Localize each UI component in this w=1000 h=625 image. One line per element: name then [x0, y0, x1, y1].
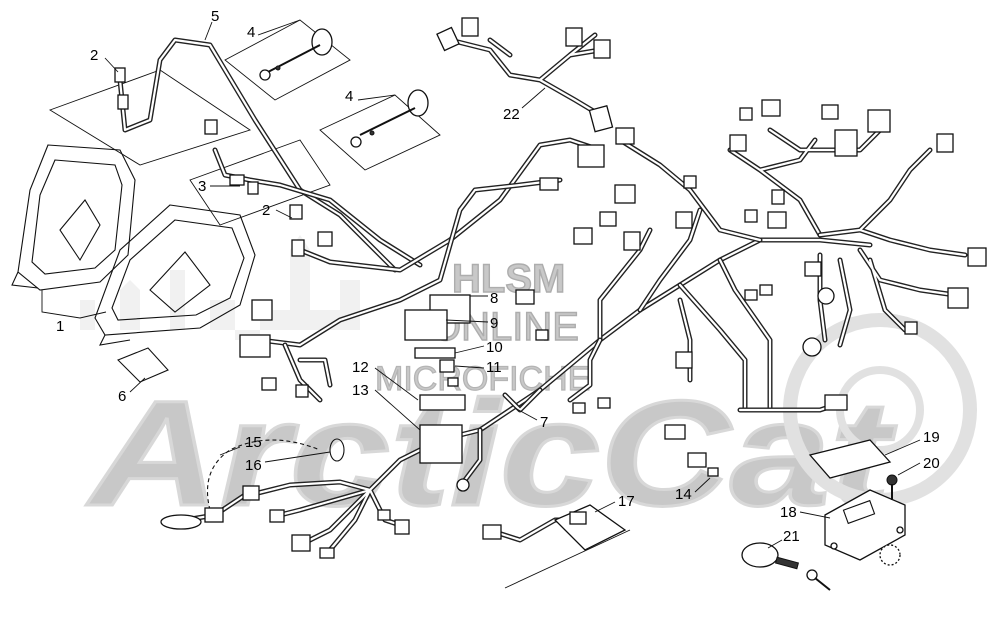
- callout-10: 10: [486, 339, 503, 356]
- callout-22: 22: [503, 106, 520, 123]
- watermark-line1: HLSM: [452, 257, 565, 301]
- callout-21: 21: [783, 528, 800, 545]
- headlight-right: [94, 204, 256, 346]
- callout-8: 8: [490, 290, 498, 307]
- callouts: 1 2 2 3 4 4 5 6 7 8 9 10 11: [41, 8, 940, 549]
- callout-2a: 2: [90, 47, 98, 64]
- headlight-decal: [117, 347, 169, 383]
- adjuster-assembly-upper: [224, 19, 351, 101]
- control-module: [824, 489, 906, 561]
- headlight-left: [11, 144, 136, 291]
- callout-12: 12: [352, 359, 369, 376]
- bulb-plane-lower: [189, 139, 331, 226]
- callout-2b: 2: [262, 202, 270, 219]
- watermark: ArcticCat HLSM ONLINE MICROFICHE: [60, 235, 977, 539]
- callout-4b: 4: [345, 88, 353, 105]
- key-fob: [741, 542, 779, 568]
- grommet: [329, 438, 345, 462]
- callout-18: 18: [780, 504, 797, 521]
- bulb-plane-upper: [48, 69, 252, 166]
- callout-15: 15: [245, 434, 262, 451]
- callout-4a: 4: [247, 24, 255, 41]
- callout-1: 1: [56, 318, 64, 335]
- callout-6: 6: [118, 388, 126, 405]
- callout-17: 17: [618, 493, 635, 510]
- callout-20: 20: [923, 455, 940, 472]
- callout-11: 11: [486, 359, 502, 376]
- callout-7: 7: [540, 414, 548, 431]
- callout-19: 19: [923, 429, 940, 446]
- callout-9: 9: [490, 315, 498, 332]
- fuse-block: [419, 424, 463, 464]
- callout-14: 14: [675, 486, 692, 503]
- callout-13: 13: [352, 382, 369, 399]
- callout-16: 16: [245, 457, 262, 474]
- connectors: [114, 17, 987, 591]
- callout-5: 5: [211, 8, 219, 25]
- main-harness: [117, 32, 968, 553]
- callout-3: 3: [198, 178, 206, 195]
- adjuster-assembly-lower: [319, 89, 441, 171]
